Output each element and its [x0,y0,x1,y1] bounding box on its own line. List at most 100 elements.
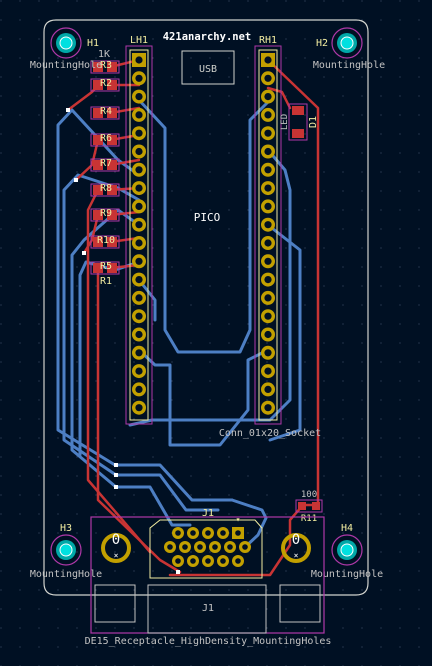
right-header-pin [261,89,275,104]
resistor-ref: R8 [100,183,112,194]
resistor-ref: R1 [100,276,112,287]
right-header-pin [261,71,275,86]
right-header-pin [261,217,275,232]
resistor-r1: R1 [100,276,112,287]
resistor-r11: 100 R11 [295,490,323,524]
left-header-pin [132,126,146,141]
pico-label: PICO [194,211,221,224]
r11-ref: R11 [301,514,317,524]
right-header-pin [261,382,275,397]
j1-pin [209,541,221,553]
left-header-pin [132,144,146,159]
left-header-pin [132,199,146,214]
h4-ref: H4 [341,523,353,534]
h3-ref: H3 [60,523,72,534]
h4-value: MountingHole [311,569,383,580]
led-value: LED [280,114,290,130]
left-header-pin [132,236,146,250]
left-header-pin [132,254,146,269]
j1-pin [194,541,206,553]
j1-pin [217,527,229,539]
right-header-pin [261,345,275,360]
right-header-pins [261,53,275,415]
j1-pin [232,555,244,567]
left-header-pin [132,364,146,379]
mounting-hole-h1: H1 MountingHole [30,27,102,71]
right-header-outline [254,45,282,425]
j1-fab-label: J1 [202,603,214,614]
mounting-hole-h3: H3 MountingHole [30,523,102,580]
r11-value: 100 [301,490,317,500]
left-header-pin [132,181,146,196]
mounting-hole-h4: H4 MountingHole [311,523,383,580]
left-header-pins [132,53,146,415]
j1-pin [202,555,214,567]
right-header-pin [261,126,275,141]
led-d1: D1 LED [280,103,319,141]
j1-pin [232,527,244,539]
resistor-r10: R10 [90,235,120,249]
h2-ref: H2 [316,38,328,49]
usb-outline [181,50,235,85]
svg-text:0: 0 [112,532,120,548]
right-header-ref: RH1 [259,35,277,46]
resistor-r5: R5 [90,261,120,275]
resistor-r3: R3 [90,60,120,74]
right-header-pin [261,309,275,324]
resistor-r6: R6 [90,133,120,147]
right-header-pin [261,364,275,379]
left-header-pin [132,162,146,177]
left-header-pin [132,309,146,324]
right-header-pin [261,181,275,196]
connector-j1: J1 J1 DE15_Receptacle_HighDensity_Mounti… [85,508,332,647]
usb-label: USB [199,64,217,75]
resistor-ref: R7 [100,158,112,169]
right-header-pin [261,236,275,250]
resistor-r9: R9 [90,208,120,222]
resistor-ref: R9 [100,208,112,219]
right-header-pin [261,272,275,287]
resistor-ref: R3 [100,60,112,71]
left-header-pin [132,272,146,287]
left-header-pin [132,400,146,415]
j1-pin [164,541,176,553]
j1-ref: J1 [202,508,214,519]
left-header-pin [132,89,146,104]
right-header-pin [261,254,275,269]
resistor-ref: R2 [100,78,112,89]
mounting-hole-h2: H2 MountingHole [313,27,385,71]
led-ref: D1 [308,116,319,128]
j1-pin [179,541,191,553]
resistor-r7: R7 [90,158,120,172]
j1-pins [164,527,251,567]
right-header-pin [261,144,275,159]
j1-pin [224,541,236,553]
left-header-pin [132,290,146,305]
right-header-pin [261,327,275,342]
left-header-pin [132,71,146,86]
resistor-ref: R10 [97,235,115,246]
brand-label: 421anarchy.net [163,31,252,43]
resistor-value-label: 1K [98,49,110,60]
right-header-pin [261,53,275,67]
svg-text:0: 0 [292,532,300,548]
right-header-pin [261,107,275,122]
j1-pin [172,527,184,539]
right-header-pin [261,400,275,415]
j1-pin [239,541,251,553]
svg-text:×: × [294,551,299,560]
resistor-ref: R5 [100,261,112,272]
h1-ref: H1 [87,38,99,49]
right-header-pin [261,290,275,305]
resistor-ref: R6 [100,133,112,144]
vias [66,108,180,574]
header-value-label: Conn_01x20_Socket [219,428,321,439]
right-header-pin [261,199,275,214]
h3-value: MountingHole [30,569,102,580]
resistor-r8: R8 [90,183,120,197]
h2-value: MountingHole [313,60,385,71]
resistor-r2: R2 [90,78,120,92]
left-header-pin [132,382,146,397]
left-header-outline [125,45,153,425]
